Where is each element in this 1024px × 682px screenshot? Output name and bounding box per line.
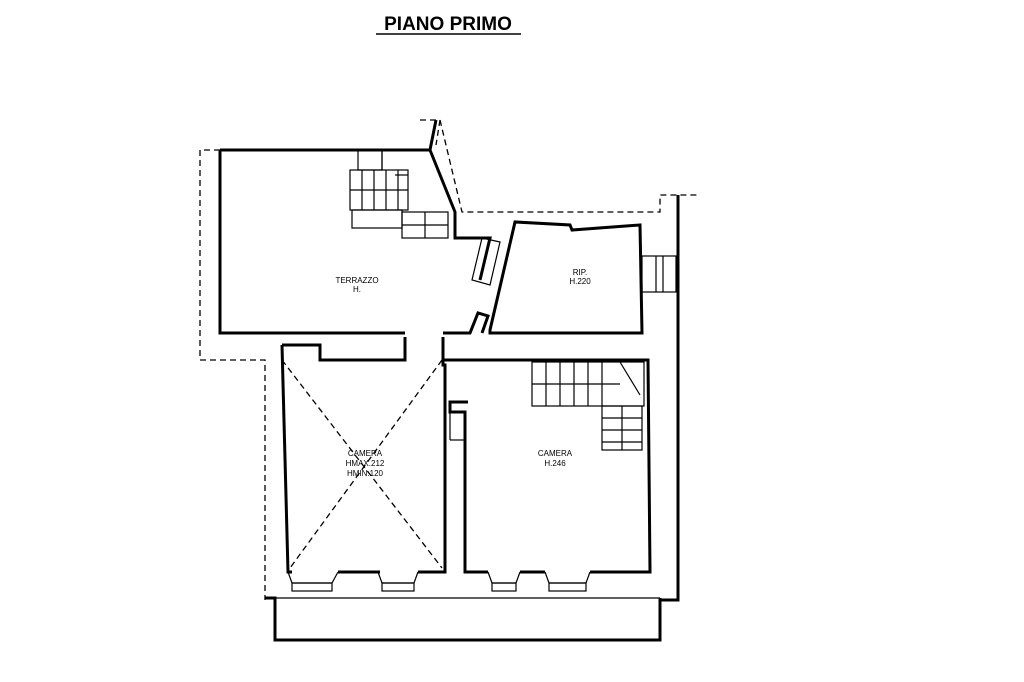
- camera-left-windows: [287, 571, 419, 592]
- camera-left-walls: [280, 337, 447, 574]
- terrazzo-height: H.: [353, 285, 361, 294]
- camera-left-hmax: HMAX.212: [346, 459, 385, 468]
- terrazzo-stairs: [349, 149, 449, 239]
- camera-right-stairs: [531, 361, 645, 451]
- rip-name: RIP.: [573, 268, 588, 277]
- rip-height: H.220: [569, 277, 591, 286]
- label-camera-left: CAMERA HMAX.212 HMIN.120: [346, 449, 385, 478]
- label-terrazzo: TERRAZZO H.: [335, 276, 378, 294]
- balcony-outline: [265, 596, 662, 642]
- plan-title: PIANO PRIMO: [384, 14, 512, 35]
- camera-left-vault: [281, 359, 443, 569]
- rip-walls: [488, 220, 644, 335]
- camera-right-height: H.246: [544, 459, 566, 468]
- rip-window: [641, 255, 677, 293]
- label-rip: RIP. H.220: [569, 268, 591, 286]
- label-camera-right: CAMERA H.246: [538, 449, 573, 468]
- camera-right-name: CAMERA: [538, 449, 573, 458]
- camera-right-walls: [443, 358, 652, 574]
- camera-left-name: CAMERA: [348, 449, 383, 458]
- dashed-boundary: [199, 119, 700, 600]
- camera-left-hmin: HMIN.120: [347, 469, 384, 478]
- terrazzo-door: [471, 237, 501, 286]
- terrazzo-walls: [218, 119, 492, 335]
- camera-right-windows: [487, 571, 591, 592]
- terrazzo-name: TERRAZZO: [335, 276, 378, 285]
